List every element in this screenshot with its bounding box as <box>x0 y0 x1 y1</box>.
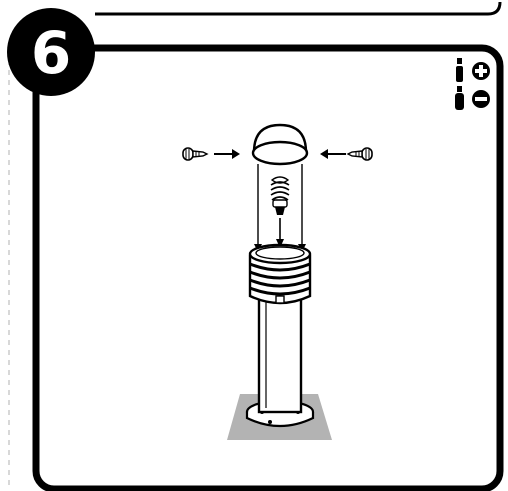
arrow-left <box>320 149 346 159</box>
dome-cap <box>251 123 309 166</box>
step-number: 6 <box>31 19 71 87</box>
left-screw <box>182 147 209 161</box>
right-screw <box>346 147 373 161</box>
step-number-badge: 6 <box>7 8 95 96</box>
screwdriver-minus-icon <box>455 86 490 110</box>
guide-lines <box>257 164 303 246</box>
arrow-right <box>214 149 240 159</box>
previous-panel-edge <box>95 1 502 16</box>
bollard-post <box>245 243 315 428</box>
step-badge-circle <box>7 8 95 96</box>
screwdriver-plus-icon <box>456 58 490 82</box>
arrow-down-center <box>276 218 284 248</box>
cfl-bulb-icon <box>270 176 290 215</box>
